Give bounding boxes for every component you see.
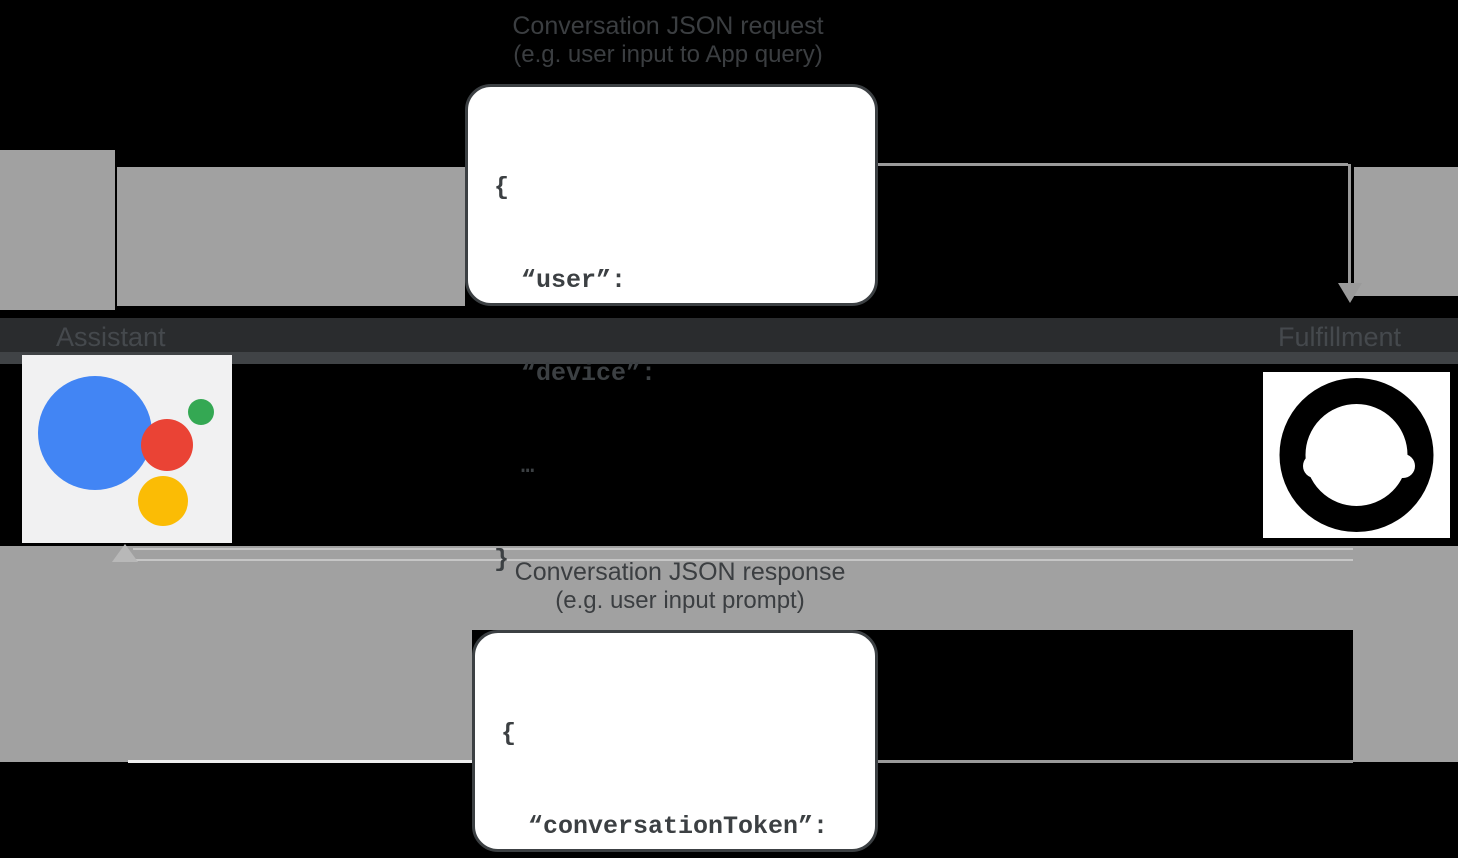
response-arrow-line-right [878, 760, 1353, 763]
request-arrow-slab-mid [117, 167, 465, 306]
response-shaft-edge-top [133, 548, 1353, 550]
response-arrow-slab-right [1353, 630, 1458, 762]
response-arrowhead-icon [112, 544, 138, 562]
actor-label-strip-lower [0, 352, 1458, 364]
code-line: “conversationToken”: [528, 812, 829, 841]
request-json-bubble: { “user”: “device”: … } [465, 84, 878, 574]
response-shaft-edge-bottom [133, 559, 1353, 561]
code-line: { [494, 173, 510, 202]
response-title: Conversation JSON response [514, 558, 846, 586]
request-title: Conversation JSON request [512, 12, 824, 40]
response-json-bubble: { “conversationToken”: “userStorage”: … … [472, 630, 878, 852]
response-code: { “conversationToken”: “userStorage”: … … [475, 633, 875, 858]
request-code: { “user”: “device”: … } [468, 87, 875, 637]
actor-label-strip [0, 318, 1458, 352]
code-line: } [494, 545, 510, 574]
code-line: “user”: [521, 266, 627, 295]
code-line: { [501, 719, 517, 748]
code-line: … [521, 454, 535, 479]
code-line: “device”: [521, 359, 657, 388]
cloud-icon [1279, 378, 1434, 532]
request-caption: Conversation JSON request (e.g. user inp… [368, 12, 968, 69]
request-arrow-slab-right [1354, 167, 1458, 296]
response-arrow-line-left [128, 760, 472, 763]
fulfillment-label: Fulfillment [1278, 322, 1402, 352]
response-subtitle: (e.g. user input prompt) [555, 587, 805, 614]
response-arrow-slab-left [0, 630, 472, 762]
response-caption: Conversation JSON response (e.g. user in… [380, 558, 980, 615]
assistant-icon-box [22, 355, 232, 543]
request-arrow-slab-left [0, 150, 115, 310]
assistant-label: Assistant [56, 322, 166, 352]
request-arrow-shaft-vertical [1348, 164, 1351, 284]
fulfillment-icon-box [1263, 372, 1450, 538]
request-subtitle: (e.g. user input to App query) [513, 41, 823, 68]
request-arrowhead-icon [1338, 283, 1362, 303]
request-arrow-shaft [465, 163, 1348, 166]
google-assistant-logo-icon [38, 376, 214, 526]
